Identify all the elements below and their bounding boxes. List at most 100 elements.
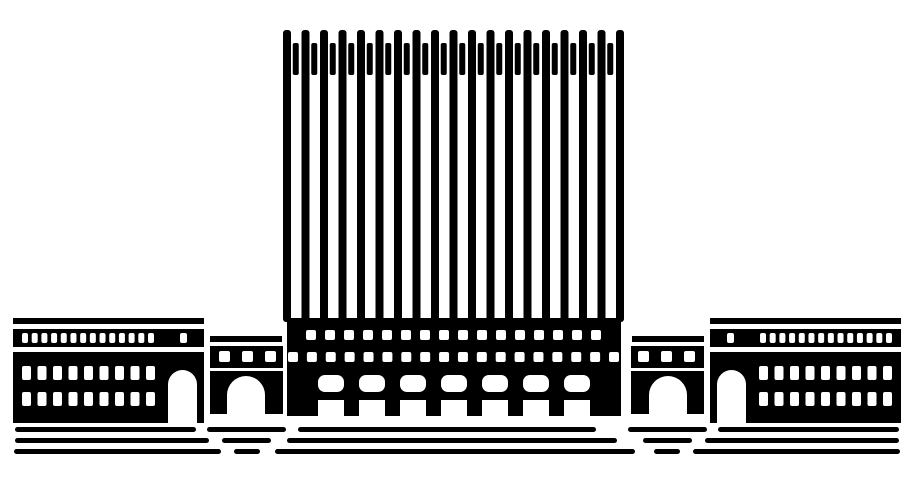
- tower-window: [439, 352, 450, 362]
- link-window: [661, 351, 672, 362]
- wing-window: [41, 333, 48, 343]
- tower-column-cap: [440, 43, 447, 75]
- tower-column-cap: [570, 43, 577, 75]
- wing-window: [99, 392, 109, 406]
- tower-column-cap: [588, 43, 595, 75]
- tower-arch-window: [318, 375, 344, 392]
- wing-window: [876, 333, 883, 343]
- wing-window: [115, 392, 124, 406]
- ground-lines: [14, 427, 900, 454]
- tower-column: [394, 30, 402, 322]
- wing-window: [53, 366, 62, 380]
- wing-window: [821, 392, 830, 406]
- link-window: [638, 351, 649, 362]
- wing-window: [130, 366, 140, 380]
- tower-window: [363, 352, 374, 362]
- tower-window: [534, 330, 544, 340]
- tower-column: [357, 30, 365, 322]
- tower-column: [616, 30, 624, 322]
- tower-window: [477, 330, 487, 340]
- tower-window: [306, 330, 316, 340]
- tower-arch-door: [318, 400, 344, 416]
- tower-column: [579, 30, 587, 322]
- wing-window: [759, 366, 768, 380]
- tower-window: [458, 330, 468, 340]
- link-window: [265, 351, 276, 362]
- tower-window: [325, 330, 335, 340]
- ground-line: [718, 427, 899, 432]
- wing-window: [22, 366, 31, 380]
- tower: [283, 30, 624, 416]
- wing-window: [89, 333, 96, 343]
- tower-window: [344, 352, 355, 362]
- link-arch: [649, 376, 687, 415]
- tower-column-cap: [403, 43, 410, 75]
- tower-column: [597, 30, 606, 322]
- tower-arch-window: [400, 375, 426, 392]
- wing-window: [886, 333, 892, 343]
- wing-window: [31, 333, 38, 343]
- tower-arch-window: [441, 375, 467, 392]
- tower-window: [553, 330, 563, 340]
- tower-window: [382, 352, 393, 362]
- tower-window: [288, 352, 298, 362]
- wing-window: [22, 333, 28, 343]
- wing-window: [146, 392, 155, 406]
- tower-window: [533, 352, 544, 362]
- ground-line: [693, 449, 900, 454]
- tower-window: [571, 352, 582, 362]
- tower-column: [412, 30, 421, 322]
- tower-window: [363, 330, 373, 340]
- tower-column-cap: [551, 43, 558, 75]
- wing-window: [805, 392, 815, 406]
- tower-window: [590, 352, 601, 362]
- wing-window: [109, 333, 116, 343]
- link-window: [219, 351, 230, 362]
- ground-line: [705, 438, 899, 443]
- tower-column: [449, 30, 458, 322]
- right-wing: [631, 318, 901, 424]
- wing-window: [128, 333, 135, 343]
- wing-window: [53, 392, 62, 406]
- wing-window: [68, 366, 78, 380]
- wing-window: [118, 333, 125, 343]
- wing-window: [70, 333, 77, 343]
- wing-window: [769, 333, 776, 343]
- wing-window: [138, 333, 145, 343]
- ground-line: [275, 449, 635, 454]
- tower-window: [572, 330, 582, 340]
- wing-window: [22, 392, 31, 406]
- tower-arch-door: [482, 400, 508, 416]
- ground-line: [15, 427, 196, 432]
- tower-window: [325, 352, 336, 362]
- tower-column-cap: [366, 43, 373, 75]
- tower-column-cap: [477, 43, 484, 75]
- ground-line: [15, 438, 209, 443]
- wing-window: [727, 333, 734, 343]
- tower-column-cap: [311, 43, 318, 75]
- ground-line: [643, 438, 692, 443]
- wing-window: [68, 392, 78, 406]
- link-cornice: [210, 336, 282, 342]
- tower-column: [301, 30, 310, 322]
- tower-column-cap: [422, 43, 429, 75]
- tower-column-cap: [514, 43, 521, 75]
- tower-column: [486, 30, 495, 322]
- tower-column: [523, 30, 532, 322]
- tower-arch-door: [523, 400, 549, 416]
- wing-window: [99, 333, 106, 343]
- tower-window: [420, 330, 430, 340]
- wing-window: [84, 366, 93, 380]
- tower-column: [542, 30, 550, 322]
- wing-arch: [168, 370, 197, 424]
- tower-window: [420, 352, 431, 362]
- wing-window: [760, 333, 766, 343]
- wing-window: [51, 333, 58, 343]
- wing-window: [852, 366, 861, 380]
- tower-column: [320, 30, 328, 322]
- tower-window: [306, 352, 317, 362]
- wing-window: [146, 366, 155, 380]
- wing-window: [80, 333, 87, 343]
- link-window: [684, 351, 695, 362]
- tower-window: [401, 330, 411, 340]
